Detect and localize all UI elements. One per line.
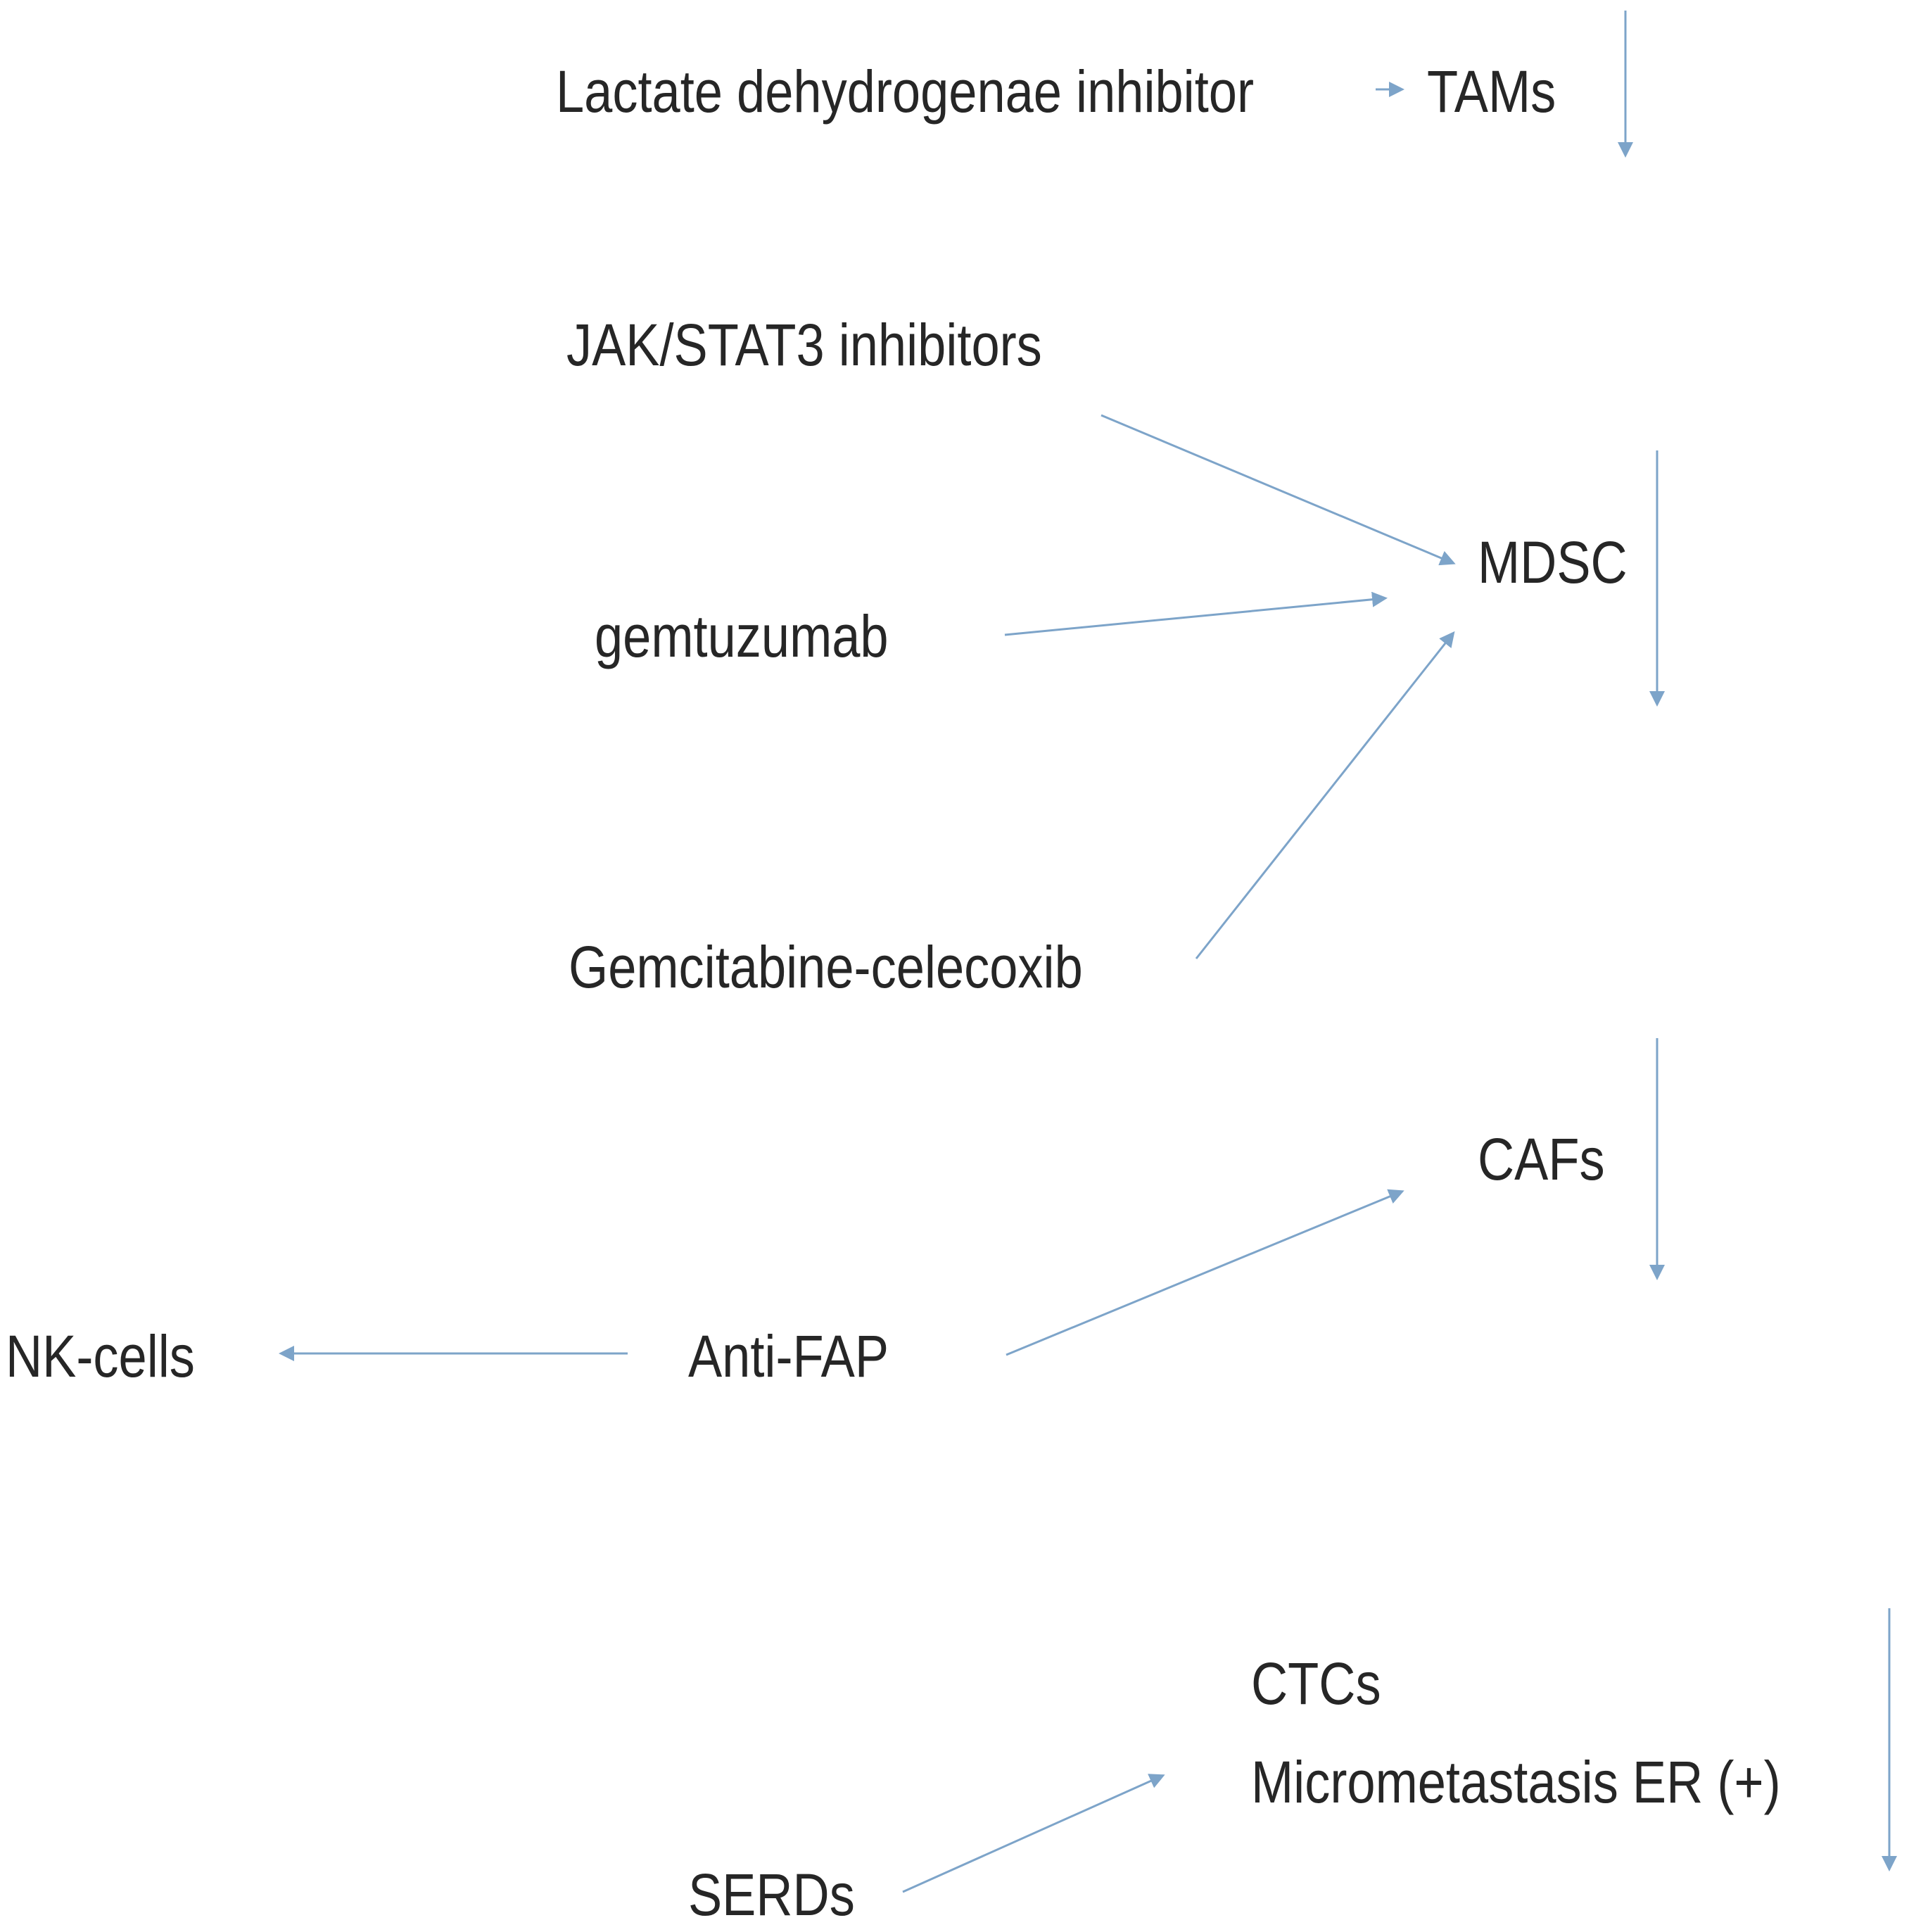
arrow-antifap-to-cafs bbox=[1006, 1189, 1404, 1356]
arrow-serds-to-ctcs bbox=[902, 1774, 1165, 1893]
node-serds: SERDs bbox=[688, 1862, 855, 1928]
node-nk-cells: NK-cells bbox=[6, 1323, 195, 1389]
arrow-jak-to-mdsc bbox=[1101, 414, 1456, 566]
node-lactate-dehydrogenase-inhibitor: Lactate dehydrogenae inhibitor bbox=[556, 58, 1255, 125]
node-micrometastasis-er: Micrometastasis ER (+) bbox=[1251, 1749, 1781, 1815]
node-anti-fap: Anti-FAP bbox=[688, 1323, 889, 1389]
arrow-gemcitabine-to-mdsc bbox=[1195, 631, 1455, 959]
arrow-gemtuzumab-to-mdsc bbox=[1004, 591, 1388, 636]
node-gemtuzumab: gemtuzumab bbox=[595, 603, 889, 669]
node-tams: TAMs bbox=[1427, 58, 1556, 125]
node-ctcs: CTCs bbox=[1251, 1650, 1381, 1717]
node-mdsc: MDSC bbox=[1478, 529, 1628, 595]
node-gemcitabine-celecoxib: Gemcitabine-celecoxib bbox=[569, 934, 1083, 1000]
node-cafs: CAFs bbox=[1478, 1126, 1605, 1192]
node-jak-stat3-inhibitors: JAK/STAT3 inhibitors bbox=[566, 312, 1042, 378]
